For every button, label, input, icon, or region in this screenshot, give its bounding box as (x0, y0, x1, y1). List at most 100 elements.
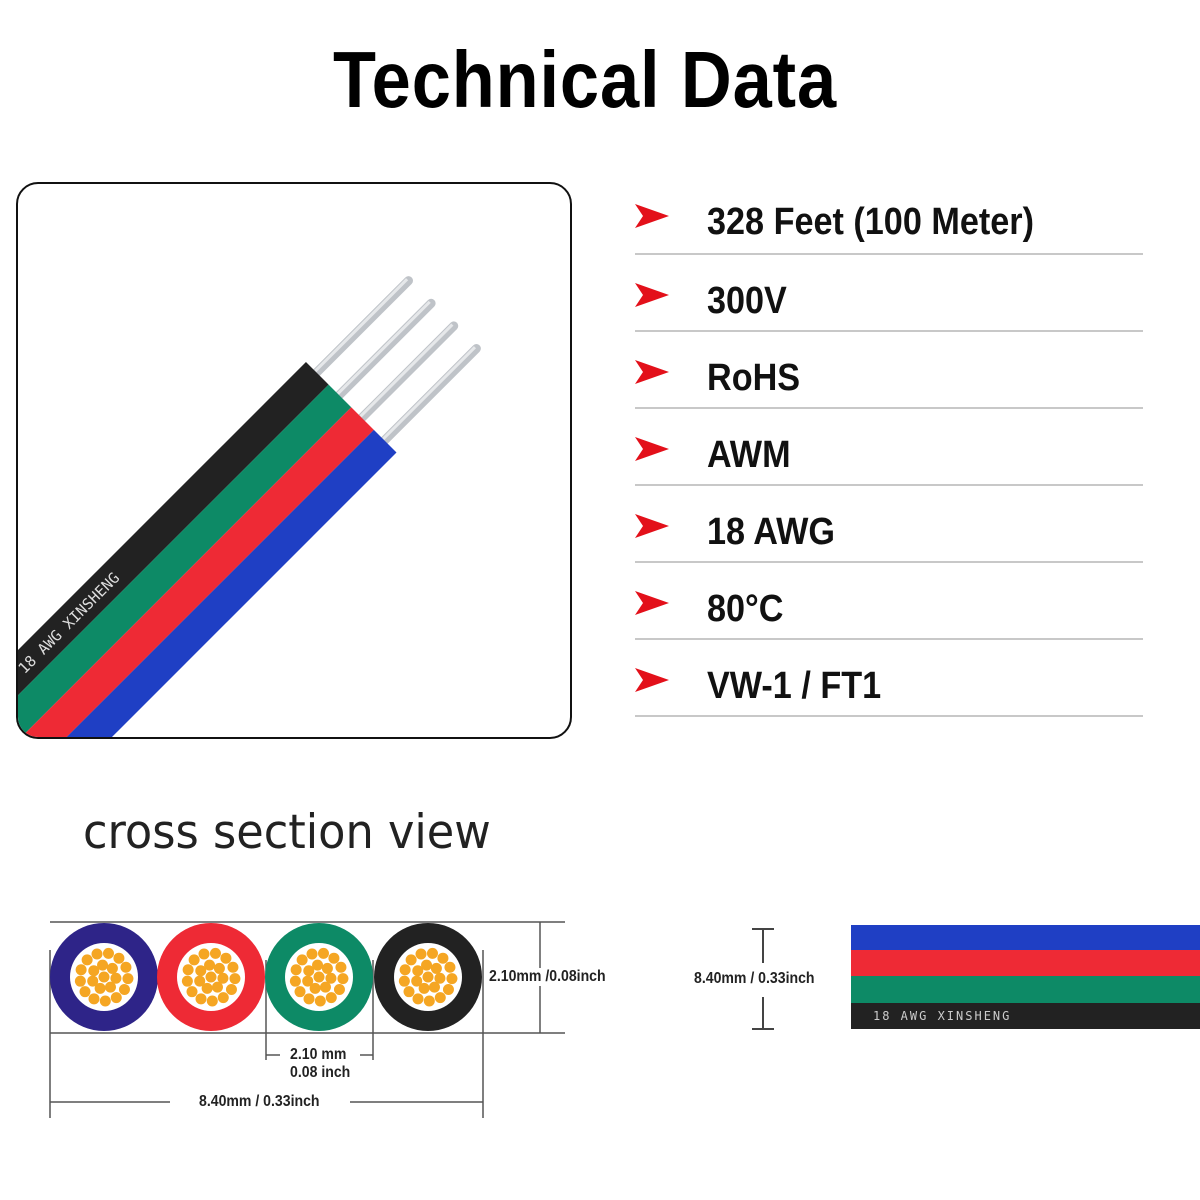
copper-strand (434, 972, 446, 984)
red-arrowhead-icon (635, 360, 669, 384)
wire-width-inch-label: 0.08 inch (290, 1064, 351, 1082)
copper-strand (303, 965, 315, 977)
copper-strand (418, 982, 430, 994)
copper-strand (289, 975, 301, 987)
copper-strand (198, 948, 210, 960)
copper-strand (110, 992, 122, 1004)
copper-strand (74, 975, 86, 987)
copper-strand (446, 973, 458, 985)
copper-strand (211, 981, 223, 993)
copper-strand (314, 995, 326, 1007)
total-width-label: 8.40mm / 0.33inch (199, 1093, 320, 1111)
copper-strand (213, 962, 225, 974)
copper-strand (188, 954, 200, 966)
copper-strand (335, 961, 347, 973)
copper-strand (201, 982, 213, 994)
copper-strand (321, 962, 333, 974)
copper-strand (442, 984, 454, 996)
copper-strand (227, 961, 239, 973)
copper-strand (302, 975, 314, 987)
copper-strand (195, 993, 207, 1005)
red-arrowhead-icon (635, 283, 669, 307)
copper-strand (97, 959, 109, 971)
copper-strand (217, 972, 229, 984)
wire-width-mm-label: 2.10 mm (290, 1046, 347, 1064)
copper-strand (296, 954, 308, 966)
copper-strand (87, 975, 99, 987)
copper-strand (205, 971, 217, 983)
copper-strand (412, 993, 424, 1005)
copper-strand (415, 948, 427, 960)
copper-strand (110, 972, 122, 984)
copper-strand (399, 964, 411, 976)
copper-strand (209, 947, 221, 959)
copper-strand (313, 971, 325, 983)
copper-strand (437, 952, 449, 964)
copper-strand (421, 959, 433, 971)
spec-item: 80°C (635, 561, 1143, 640)
side-width-label: 8.40mm / 0.33inch (694, 970, 815, 988)
copper-strand (118, 984, 130, 996)
spec-label: VW-1 / FT1 (707, 665, 882, 707)
copper-strand (430, 962, 442, 974)
page-title: Technical Data (333, 35, 837, 124)
spec-item: 18 AWG (635, 484, 1143, 563)
copper-strand (434, 992, 446, 1004)
copper-strand (405, 954, 417, 966)
spec-label: 328 Feet (100 Meter) (707, 201, 1034, 243)
copper-strand (217, 992, 229, 1004)
copper-strand (79, 986, 91, 998)
cable-side-view: 18 AWG XINSHENG (851, 925, 1200, 1029)
spec-label: 80°C (707, 588, 784, 630)
copper-strand (444, 961, 456, 973)
copper-strand (325, 972, 337, 984)
copper-strand (229, 973, 241, 985)
red-arrowhead-icon (635, 437, 669, 461)
copper-strand (317, 947, 329, 959)
copper-strand (204, 959, 216, 971)
copper-strand (398, 975, 410, 987)
red-arrowhead-icon (635, 668, 669, 692)
copper-strand (312, 959, 324, 971)
cross-section-diagram (49, 921, 565, 1118)
copper-strand (206, 995, 218, 1007)
spec-label: RoHS (707, 357, 801, 399)
copper-strand (428, 981, 440, 993)
copper-strand (319, 981, 331, 993)
cross-section-title: cross section view (83, 805, 491, 860)
copper-strand (194, 975, 206, 987)
copper-strand (120, 961, 132, 973)
copper-strand (220, 952, 232, 964)
copper-strand (88, 965, 100, 977)
copper-strand (75, 964, 87, 976)
copper-strand (303, 993, 315, 1005)
spec-label: 18 AWG (707, 511, 835, 553)
spec-item: RoHS (635, 330, 1143, 409)
copper-strand (91, 948, 103, 960)
copper-strand (102, 947, 114, 959)
copper-strand (104, 981, 116, 993)
copper-strand (422, 971, 434, 983)
height-label: 2.10mm /0.08inch (489, 968, 606, 986)
copper-strand (309, 982, 321, 994)
copper-strand (98, 971, 110, 983)
copper-strand (290, 964, 302, 976)
side-wire-print: 18 AWG XINSHENG (851, 1003, 1200, 1029)
copper-strand (325, 992, 337, 1004)
red-arrowhead-icon (635, 514, 669, 538)
side-width-dimension (752, 928, 774, 1030)
copper-strand (181, 975, 193, 987)
spec-label: 300V (707, 280, 787, 322)
copper-strand (423, 995, 435, 1007)
copper-strand (328, 952, 340, 964)
copper-strand (122, 973, 134, 985)
red-arrowhead-icon (635, 591, 669, 615)
copper-strand (333, 984, 345, 996)
copper-strand (426, 947, 438, 959)
copper-strand (225, 984, 237, 996)
copper-strand (88, 993, 100, 1005)
spec-item: 300V (635, 253, 1143, 332)
spec-item: AWM (635, 407, 1143, 486)
copper-strand (294, 986, 306, 998)
copper-strand (94, 982, 106, 994)
